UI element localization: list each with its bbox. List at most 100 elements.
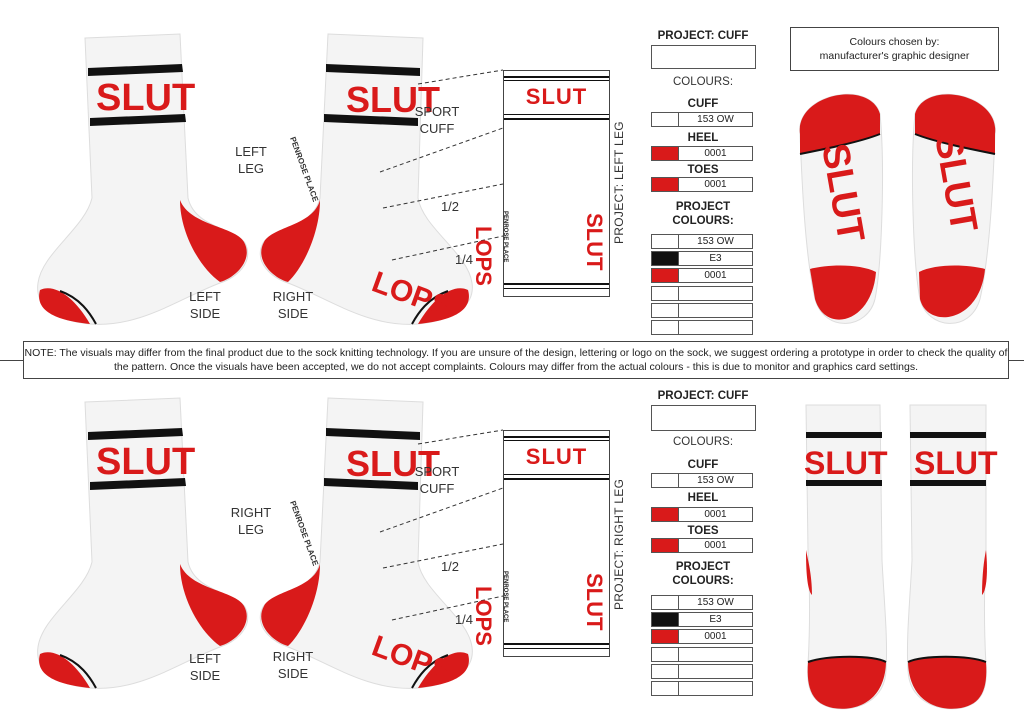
project-colour-row: E3	[651, 612, 753, 627]
toes-title: TOES	[687, 525, 719, 537]
sock-right-side-view: SLUT PENROSE PLACE LOPS	[260, 33, 473, 325]
toes-title: TOES	[687, 164, 719, 176]
project-vertical-label: PROJECT: LEFT LEG	[612, 121, 626, 244]
template-brand-text: PENROSE PLACE	[502, 211, 508, 263]
colour-code: 153 OW	[697, 597, 734, 608]
colour-swatch	[652, 304, 679, 317]
project-colour-row: 153 OW	[651, 595, 753, 610]
half-label: 1/2	[440, 199, 460, 214]
colour-code: 153 OW	[697, 475, 734, 486]
toes-colour-row: 0001	[651, 177, 753, 192]
project-name-field[interactable]	[651, 45, 756, 69]
colour-code: 0001	[704, 179, 727, 190]
template-logo-text: SLUT	[525, 84, 588, 109]
colour-swatch	[652, 596, 679, 609]
quarter-label: 1/4	[454, 612, 474, 627]
project-colour-row: 0001	[651, 268, 753, 283]
template-back-text-left: LOPS	[471, 226, 496, 286]
colour-swatch	[652, 113, 679, 126]
heel-colour-row: 0001	[651, 146, 753, 161]
colour-code: 0001	[704, 631, 727, 642]
colour-code: 0001	[704, 540, 727, 551]
heel-colour-row: 0001	[651, 507, 753, 522]
project-name-field[interactable]	[651, 405, 756, 431]
template-back-text-left: LOPS	[471, 586, 496, 646]
template-back-text-right: SLUT	[582, 573, 607, 631]
flat-sock-template: SLUT PENROSE PLACE LOPS SLUT	[471, 430, 610, 657]
leader-lines	[379, 69, 504, 261]
colour-swatch	[652, 474, 679, 487]
cuff-title: CUFF	[687, 459, 719, 471]
colour-swatch	[652, 665, 679, 678]
sock-left-side-view: SLUT	[37, 397, 248, 689]
colour-code: E3	[709, 614, 722, 625]
project-colour-row-empty[interactable]	[651, 303, 753, 318]
heel-title: HEEL	[687, 132, 719, 144]
colour-swatch	[652, 539, 679, 552]
front-text: SLUT	[914, 445, 998, 481]
sock-logo-text: SLUT	[96, 441, 195, 483]
sock-front-view: SLUT SLUT	[804, 404, 998, 710]
colour-code: 0001	[704, 270, 727, 281]
sock-right-side-view: SLUT PENROSE PLACE LOPS	[260, 397, 473, 689]
colour-swatch	[652, 147, 679, 160]
cuff-title: CUFF	[687, 98, 719, 110]
cuff-colour-row: 153 OW	[651, 112, 753, 127]
colour-swatch	[652, 252, 679, 265]
cuff-colour-row: 153 OW	[651, 473, 753, 488]
sock-logo-text: SLUT	[346, 79, 440, 120]
project-colour-row-empty[interactable]	[651, 286, 753, 301]
project-vertical-label: PROJECT: RIGHT LEG	[612, 478, 626, 610]
sock-left-side-view: SLUT	[37, 33, 248, 325]
colour-code: 0001	[704, 509, 727, 520]
colour-swatch	[652, 630, 679, 643]
project-colour-row: E3	[651, 251, 753, 266]
colour-swatch	[652, 235, 679, 248]
sock-logo-text: SLUT	[96, 77, 195, 119]
front-text: SLUT	[804, 445, 888, 481]
project-colour-row-empty[interactable]	[651, 664, 753, 679]
colour-swatch	[652, 508, 679, 521]
leader-lines	[379, 429, 504, 621]
project-colour-row-empty[interactable]	[651, 320, 753, 335]
colour-swatch	[652, 287, 679, 300]
designer-box: Colours chosen by:manufacturer's graphic…	[790, 27, 999, 71]
project-colour-row-empty[interactable]	[651, 647, 753, 662]
colour-swatch	[652, 321, 679, 334]
heel-title: HEEL	[687, 492, 719, 504]
quarter-label: 1/4	[454, 252, 474, 267]
colour-code: 0001	[704, 148, 727, 159]
colour-code: 153 OW	[697, 114, 734, 125]
toes-colour-row: 0001	[651, 538, 753, 553]
template-brand-text: PENROSE PLACE	[502, 571, 508, 623]
half-label: 1/2	[440, 559, 460, 574]
project-colour-row: 0001	[651, 629, 753, 644]
project-colour-row: 153 OW	[651, 234, 753, 249]
project-colour-row-empty[interactable]	[651, 681, 753, 696]
sock-sole-view: SLUT SLUT	[799, 93, 996, 324]
disclaimer-note: NOTE: The visuals may differ from the fi…	[23, 341, 1009, 379]
colour-swatch	[652, 178, 679, 191]
colour-swatch	[652, 682, 679, 695]
colour-code: E3	[709, 253, 722, 264]
project-title: PROJECT: CUFF	[657, 30, 749, 42]
colour-code: 153 OW	[697, 236, 734, 247]
project-title: PROJECT: CUFF	[657, 390, 749, 402]
template-back-text-right: SLUT	[582, 213, 607, 271]
flat-sock-template: SLUT PENROSE PLACE LOPS SLUT	[471, 70, 610, 297]
template-logo-text: SLUT	[525, 444, 588, 469]
sock-logo-text: SLUT	[346, 443, 440, 484]
colours-title: COLOURS:	[672, 76, 734, 88]
